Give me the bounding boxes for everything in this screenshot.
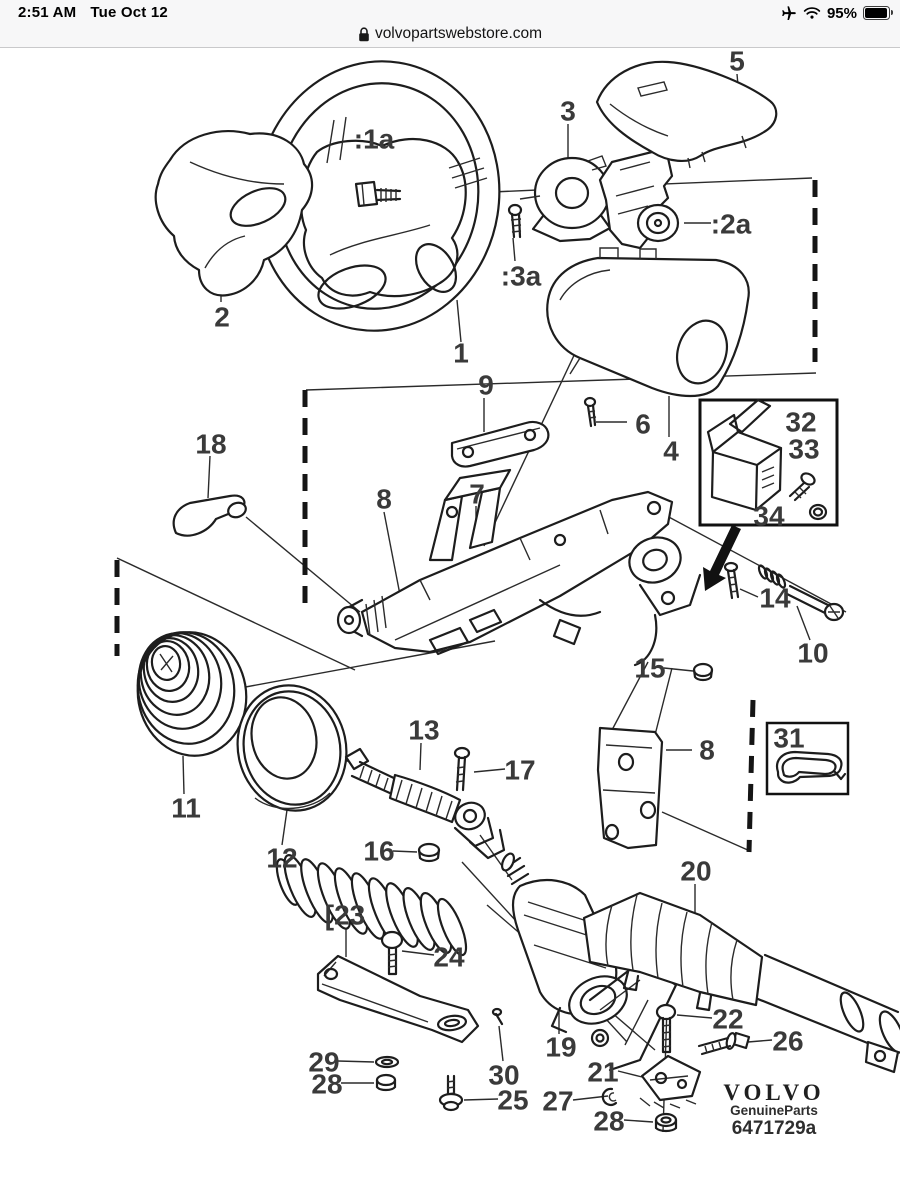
airbag-module <box>154 130 314 297</box>
part-label-3a: :3a <box>501 261 542 292</box>
part-label-34: 34 <box>753 501 785 532</box>
part-label-5: 5 <box>729 46 745 77</box>
bracket-23 <box>316 954 480 1044</box>
part-label-19: 19 <box>545 1032 576 1063</box>
tilt-lever <box>172 494 247 537</box>
part-label-6: 6 <box>635 409 651 440</box>
nut-15 <box>692 662 714 682</box>
part-label-30: 30 <box>488 1060 519 1091</box>
url-domain: volvopartswebstore.com <box>374 25 543 42</box>
part-label-14: 14 <box>759 583 791 614</box>
part-label-29: 29 <box>308 1047 339 1078</box>
wifi-icon <box>803 7 821 19</box>
column-end-plate <box>596 661 673 850</box>
part-label-21: 21 <box>587 1057 618 1088</box>
part-label-8b: 8 <box>699 735 715 766</box>
pin-30 <box>491 1007 504 1026</box>
part-label-26: 26 <box>772 1026 803 1057</box>
clip-box-31 <box>765 721 850 796</box>
steering-column <box>336 468 702 667</box>
part-label-33: 33 <box>788 434 819 465</box>
status-date: Tue Oct 12 <box>90 4 168 21</box>
nut-28-left <box>375 1073 397 1092</box>
lower-cover <box>546 247 750 397</box>
safari-header: 2:51 AM Tue Oct 12 95% volvopartswebstore… <box>0 0 900 48</box>
intermediate-shaft <box>344 747 506 860</box>
screw-6 <box>583 396 597 428</box>
kit-box-32-34 <box>698 398 839 527</box>
seal-ring-12 <box>236 684 348 812</box>
cap-11 <box>136 631 248 757</box>
part-label-1: 1 <box>453 338 469 369</box>
part-label-18: 18 <box>195 429 226 460</box>
screw-1a <box>354 180 402 208</box>
battery-icon <box>863 6 893 20</box>
genuine-parts-text: GenuineParts <box>730 1103 818 1118</box>
steering-wheel <box>255 60 501 332</box>
upper-cover <box>595 60 778 169</box>
part-label-17: 17 <box>504 755 535 786</box>
bolt-14-spring-10 <box>723 561 845 622</box>
part-label-23: [23 <box>325 900 365 931</box>
part-label-31: 31 <box>773 723 804 754</box>
volvo-logo: VOLVO <box>723 1080 824 1105</box>
clip-27 <box>601 1087 618 1106</box>
part-label-7: 7 <box>469 479 485 510</box>
part-label-2a: :2a <box>711 209 752 240</box>
status-icons: 95% <box>780 4 893 22</box>
lock-icon <box>359 26 369 41</box>
brand-block: VOLVO GenuineParts 6471729a <box>723 1080 824 1139</box>
part-label-2: 2 <box>214 302 230 333</box>
part-label-10: 10 <box>797 638 828 669</box>
address-bar[interactable]: volvopartswebstore.com <box>0 22 900 46</box>
part-label-32: 32 <box>785 407 816 438</box>
screw-24 <box>380 930 404 976</box>
contact-reel <box>519 155 612 243</box>
part-label-11: 11 <box>171 793 201 824</box>
ignition-switch-assembly <box>598 150 680 250</box>
screw-3a <box>507 203 523 239</box>
part-label-15: 15 <box>634 653 665 684</box>
status-time: 2:51 AM <box>18 4 77 21</box>
bracket-21 <box>639 1054 702 1109</box>
part-label-12: 12 <box>266 843 297 874</box>
part-label-27: 27 <box>542 1086 573 1117</box>
nut-16 <box>417 842 441 863</box>
bracket-9 <box>450 420 550 468</box>
part-label-3: 3 <box>560 96 576 127</box>
heat-shield <box>582 891 764 1012</box>
explode-arrow <box>703 525 741 591</box>
part-label-20: 20 <box>680 856 711 887</box>
nut-28-right <box>654 1112 678 1133</box>
battery-percent: 95% <box>826 4 857 22</box>
bolt-17 <box>453 746 471 792</box>
bolt-22 <box>655 1003 677 1054</box>
bolt-26 <box>697 1031 751 1056</box>
screw-25 <box>438 1074 464 1112</box>
status-time-date: 2:51 AM Tue Oct 12 <box>18 4 168 21</box>
dashed-boundaries <box>114 180 818 853</box>
part-label-8a: 8 <box>376 484 392 515</box>
part-label-28R: 28 <box>593 1106 624 1137</box>
diagram-part-number: 6471729a <box>732 1118 817 1139</box>
part-label-4: 4 <box>663 436 679 467</box>
part-label-22: 22 <box>712 1004 743 1035</box>
part-label-28L: 28 <box>311 1069 342 1100</box>
airplane-icon <box>782 5 796 20</box>
part-label-1a: :1a <box>354 124 395 155</box>
part-label-13: 13 <box>408 715 439 746</box>
part-label-24: 24 <box>433 942 465 973</box>
part-label-16: 16 <box>363 836 394 867</box>
part-label-25: 25 <box>497 1085 528 1116</box>
washer-29 <box>374 1055 400 1069</box>
part-label-9: 9 <box>478 370 494 401</box>
